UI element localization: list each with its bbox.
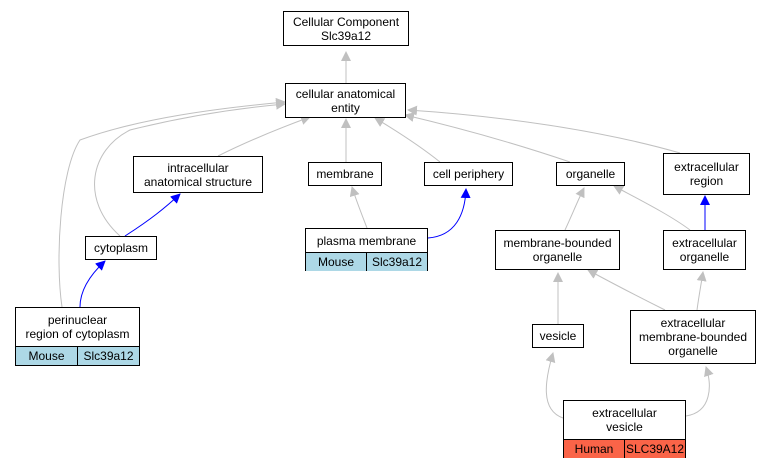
edge-ev-to-vesicle (545, 352, 564, 419)
annotation-row: Human SLC39A12 (564, 439, 685, 458)
edge-perinuclear-to-cytoplasm (79, 260, 106, 308)
edge-mbo-to-organelle (564, 187, 585, 231)
edge-periphery-to-entity (374, 117, 441, 163)
edge-embo-to-mbo (587, 269, 666, 311)
edge-ev-to-embo (685, 366, 714, 417)
node-label: cytoplasm (93, 241, 149, 255)
node-label: extracellular vesicle (592, 406, 657, 434)
node-extracellular-region[interactable]: extracellular region (663, 153, 750, 195)
edge-eo-to-organelle (613, 185, 691, 231)
gene-badge: Slc39a12 (366, 253, 427, 271)
node-label: vesicle (539, 329, 577, 343)
node-perinuclear-region-of-cytoplasm[interactable]: perinuclear region of cytoplasm Mouse Sl… (15, 307, 140, 366)
node-label: intracellular anatomical structure (143, 160, 253, 189)
node-extracellular-vesicle[interactable]: extracellular vesicle Human SLC39A12 (563, 400, 686, 458)
node-plasma-membrane[interactable]: plasma membrane Mouse Slc39a12 (305, 228, 428, 271)
node-cellular-component[interactable]: Cellular Component Slc39a12 (283, 11, 409, 46)
species-badge: Mouse (306, 253, 366, 271)
node-label: membrane (316, 167, 374, 181)
node-membrane[interactable]: membrane (308, 162, 382, 186)
gene-badge: SLC39A12 (624, 440, 685, 458)
node-label: extracellular organelle (672, 236, 737, 264)
edge-perinuclear-to-entity (58, 97, 286, 308)
node-label: organelle (565, 167, 616, 181)
gene-badge: Slc39a12 (77, 347, 139, 365)
edge-embo-to-eo (696, 271, 707, 311)
node-label: membrane-bounded organelle (503, 236, 612, 264)
edge-cytoplasm-to-entity (94, 99, 286, 237)
edge-plasma-to-membrane (349, 186, 368, 229)
node-intracellular-anatomical-structure[interactable]: intracellular anatomical structure (133, 156, 263, 193)
node-label: extracellular region (674, 160, 739, 188)
species-badge: Human (564, 440, 624, 458)
edge-intracellular-to-entity (217, 115, 311, 157)
edge-plasma-to-periphery (427, 188, 471, 239)
node-cytoplasm[interactable]: cytoplasm (85, 236, 157, 260)
edge-region-to-entity (407, 105, 681, 154)
node-label: extracellular membrane-bounded organelle (638, 316, 748, 358)
edge-organelle-to-entity (404, 112, 571, 163)
node-organelle[interactable]: organelle (556, 162, 625, 186)
node-cell-periphery[interactable]: cell periphery (424, 162, 513, 186)
node-vesicle[interactable]: vesicle (532, 324, 584, 348)
node-membrane-bounded-organelle[interactable]: membrane-bounded organelle (495, 230, 620, 270)
annotation-row: Mouse Slc39a12 (306, 252, 427, 271)
node-label: perinuclear region of cytoplasm (25, 313, 130, 341)
node-extracellular-membrane-bounded-organelle[interactable]: extracellular membrane-bounded organelle (630, 310, 756, 364)
node-extracellular-organelle[interactable]: extracellular organelle (663, 230, 746, 270)
annotation-row: Mouse Slc39a12 (16, 346, 139, 365)
edge-cytoplasm-to-intracellular (124, 193, 181, 237)
node-label: Cellular Component Slc39a12 (292, 14, 400, 43)
node-label: cell periphery (432, 167, 505, 181)
node-label: plasma membrane (316, 233, 417, 248)
species-badge: Mouse (16, 347, 77, 365)
node-cellular-anatomical-entity[interactable]: cellular anatomical entity (285, 83, 406, 118)
node-label: cellular anatomical entity (295, 86, 396, 115)
